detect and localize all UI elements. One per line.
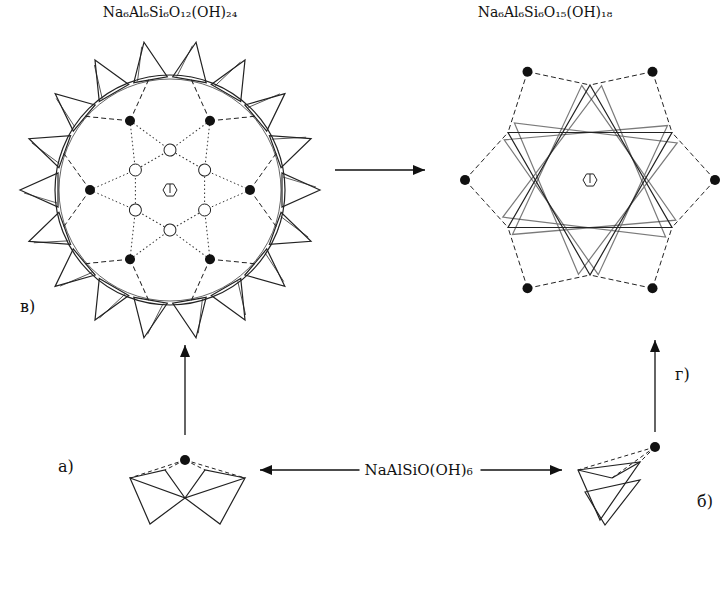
bond-lines [62, 151, 135, 230]
axis-symbol [163, 184, 177, 196]
tetrahedra-ring [500, 78, 680, 282]
formula-title: Na₆Al₆Si₆O₁₅(OH)₁₈ [425, 4, 665, 21]
atom-dots [460, 67, 720, 294]
unit-figure: а) [50, 435, 260, 535]
tetrahedron [245, 249, 296, 299]
axis-symbol [590, 174, 591, 183]
pair-structure [578, 442, 660, 525]
reaction-arrow [260, 469, 360, 470]
unit-figure: б) [562, 432, 712, 532]
tetrahedron [80, 52, 128, 102]
bond-lines [153, 77, 258, 180]
tetrahedron [127, 297, 167, 340]
atom-dot [180, 455, 190, 465]
cage-structure [20, 39, 320, 340]
reaction-arrow [184, 345, 185, 435]
formula-box: NaAlSiO(OH)₆ [360, 456, 481, 484]
reaction-arrow [335, 169, 425, 170]
tetrahedron [127, 39, 167, 82]
tetrahedron [173, 297, 213, 340]
reaction-arrow [481, 469, 563, 470]
axis-symbol [583, 174, 597, 186]
atom-dot [650, 442, 660, 452]
bond-lines [465, 72, 715, 289]
tetrahedron [245, 81, 296, 131]
tetrahedron [44, 81, 95, 131]
tetrahedron [282, 173, 320, 207]
atom-dots [123, 103, 178, 167]
tetrahedron [211, 52, 259, 102]
tetrahedron [44, 249, 95, 299]
bond-lines [82, 200, 187, 303]
panel-letter: г) [675, 365, 690, 384]
ring-structure [460, 67, 720, 294]
tetrahedron [130, 470, 245, 524]
tetrahedra-ring [497, 76, 683, 285]
bond-lines [578, 447, 655, 478]
formula-title: Na₆Al₆Si₆O₁₂(OH)₂₄ [5, 4, 335, 21]
bond-lines [205, 151, 279, 230]
tetrahedron [578, 462, 640, 525]
source-formula: NaAlSiO(OH)₆ [365, 461, 476, 479]
cage-figure: Na₆Al₆Si₆O₁₂(OH)₂₄ в) [5, 0, 335, 345]
ring-figure: Na₆Al₆Si₆O₁₅(OH)₁₈г) [425, 0, 723, 340]
atom-dots [180, 114, 235, 178]
connector-group [185, 170, 655, 470]
axis-symbol [170, 184, 171, 193]
tetrahedron [20, 173, 58, 207]
atom-dots [85, 164, 141, 195]
panel-letter: а) [58, 457, 74, 476]
atom-dots [199, 185, 255, 216]
tetrahedron [211, 278, 259, 328]
panel-letter: в) [20, 297, 35, 316]
cage-ring [59, 79, 281, 301]
cage-ring [55, 75, 285, 305]
atom-dots [105, 202, 160, 266]
atom-dots [162, 212, 217, 276]
tetrahedron [173, 39, 213, 82]
pair-structure [130, 455, 245, 524]
panel-letter: б) [697, 492, 713, 511]
tetrahedron [80, 278, 128, 328]
tetrahedra-ring [508, 85, 672, 275]
reaction-arrow [654, 340, 655, 432]
